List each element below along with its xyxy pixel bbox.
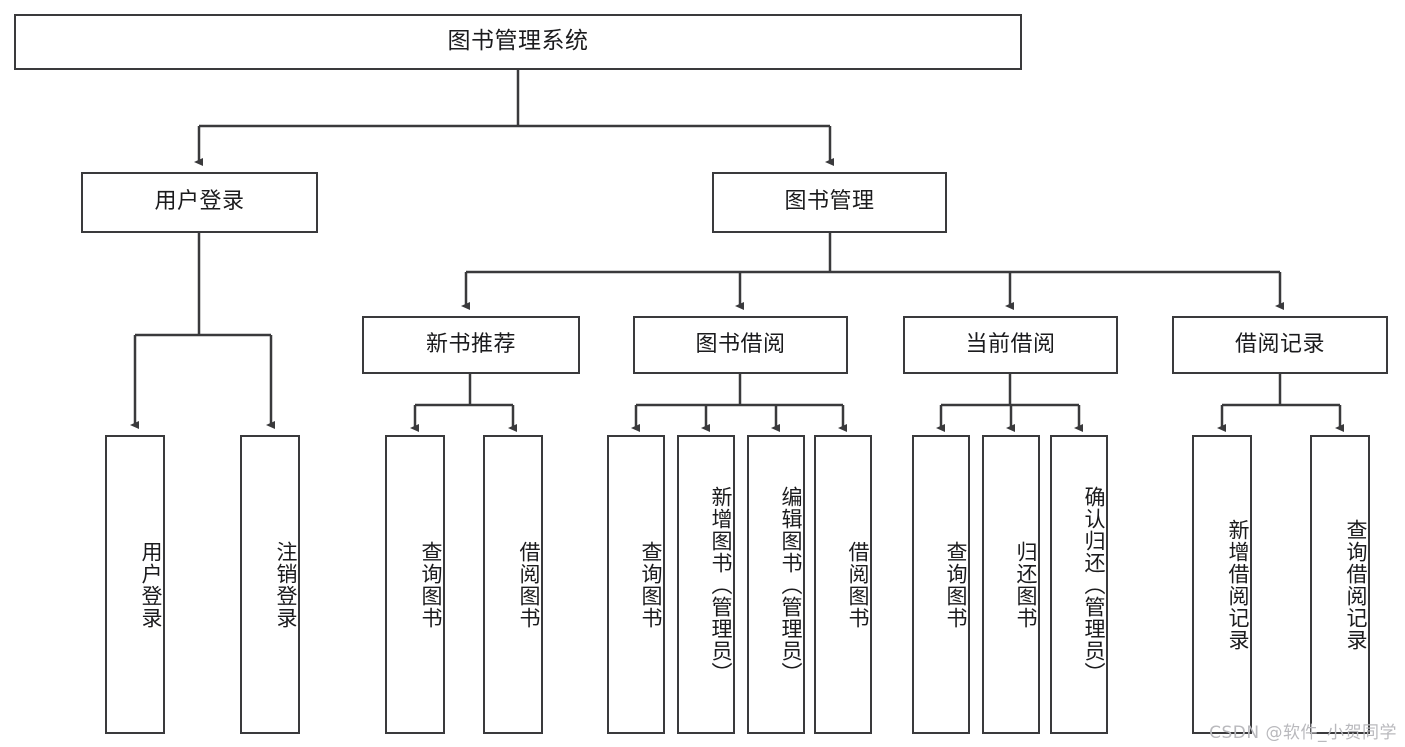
leaf-confirm-return-admin-label: 确认归还（管理员） <box>1082 485 1106 684</box>
node-new-book-recommend[interactable]: 新书推荐 <box>362 316 580 374</box>
leaf-add-book-admin[interactable]: 新增图书（管理员） <box>677 435 735 734</box>
leaf-query-book-borrow-label: 查询图书 <box>639 540 663 629</box>
leaf-query-book-current[interactable]: 查询图书 <box>912 435 970 734</box>
leaf-logout-label: 注销登录 <box>274 540 298 629</box>
node-user-login[interactable]: 用户登录 <box>81 172 318 233</box>
leaf-user-login-label: 用户登录 <box>139 540 163 629</box>
leaf-query-borrow-record-label: 查询借阅记录 <box>1344 518 1368 651</box>
node-book-management[interactable]: 图书管理 <box>712 172 947 233</box>
leaf-return-book-label: 归还图书 <box>1014 540 1038 629</box>
node-borrow-record[interactable]: 借阅记录 <box>1172 316 1388 374</box>
node-current-borrow[interactable]: 当前借阅 <box>903 316 1118 374</box>
node-book-borrow[interactable]: 图书借阅 <box>633 316 848 374</box>
node-root[interactable]: 图书管理系统 <box>14 14 1022 70</box>
leaf-edit-book-admin-label: 编辑图书（管理员） <box>779 485 803 684</box>
leaf-return-book[interactable]: 归还图书 <box>982 435 1040 734</box>
node-current-borrow-label: 当前借阅 <box>965 331 1056 357</box>
leaf-edit-book-admin[interactable]: 编辑图书（管理员） <box>747 435 805 734</box>
csdn-watermark: CSDN @软件_小贺同学 <box>1209 723 1397 743</box>
leaf-logout[interactable]: 注销登录 <box>240 435 300 734</box>
leaf-borrow-book-newbook-label: 借阅图书 <box>517 540 541 629</box>
leaf-borrow-book-label: 借阅图书 <box>846 540 870 629</box>
leaf-user-login[interactable]: 用户登录 <box>105 435 165 734</box>
node-borrow-record-label: 借阅记录 <box>1234 331 1325 357</box>
leaf-add-book-admin-label: 新增图书（管理员） <box>709 485 733 684</box>
leaf-borrow-book[interactable]: 借阅图书 <box>814 435 872 734</box>
leaf-query-book-borrow[interactable]: 查询图书 <box>607 435 665 734</box>
leaf-add-borrow-record[interactable]: 新增借阅记录 <box>1192 435 1252 734</box>
leaf-query-book-newbook-label: 查询图书 <box>419 540 443 629</box>
node-user-login-label: 用户登录 <box>154 189 245 215</box>
node-new-book-recommend-label: 新书推荐 <box>425 331 516 357</box>
leaf-add-borrow-record-label: 新增借阅记录 <box>1226 518 1250 651</box>
node-book-management-label: 图书管理 <box>784 189 875 215</box>
leaf-query-book-newbook[interactable]: 查询图书 <box>385 435 445 734</box>
node-root-label: 图书管理系统 <box>447 28 589 55</box>
leaf-query-book-current-label: 查询图书 <box>944 540 968 629</box>
leaf-query-borrow-record[interactable]: 查询借阅记录 <box>1310 435 1370 734</box>
node-book-borrow-label: 图书借阅 <box>695 331 786 357</box>
leaf-confirm-return-admin[interactable]: 确认归还（管理员） <box>1050 435 1108 734</box>
leaf-borrow-book-newbook[interactable]: 借阅图书 <box>483 435 543 734</box>
